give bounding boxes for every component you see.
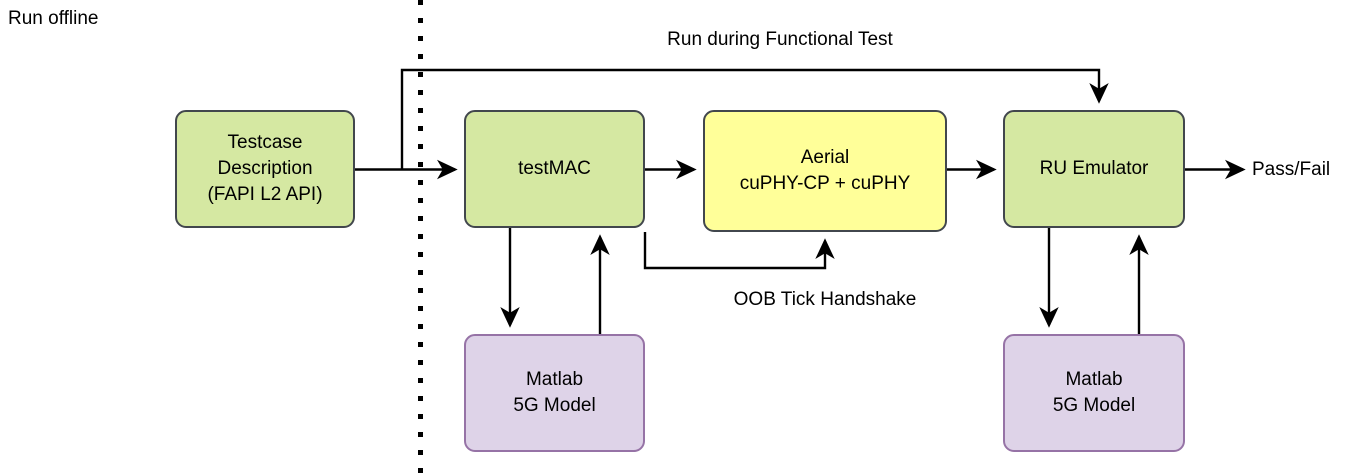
node-testcase-description-line1: Testcase — [227, 132, 303, 153]
node-matlab-5g-model-right-line2: 5G Model — [1052, 395, 1136, 416]
node-ru-emulator[interactable]: RU Emulator — [1003, 110, 1185, 228]
edge-oob-tick-handshake — [643, 232, 835, 270]
node-matlab-5g-model-left[interactable]: Matlab 5G Model — [464, 334, 645, 452]
node-testcase-description-line2: Description — [217, 158, 313, 179]
node-matlab-5g-model-left-line1: Matlab — [525, 369, 584, 390]
node-testmac[interactable]: testMAC — [464, 110, 645, 228]
label-oob-tick-handshake: OOB Tick Handshake — [705, 287, 945, 313]
label-run-offline: Run offline — [8, 6, 128, 32]
node-aerial-cuphy[interactable]: Aerial cuPHY-CP + cuPHY — [703, 110, 947, 232]
edge-run-during-functional-test — [400, 68, 1109, 170]
label-run-offline-line2: offline — [48, 8, 99, 29]
node-matlab-5g-model-left-line2: 5G Model — [513, 395, 596, 416]
node-matlab-5g-model-right-line1: Matlab — [1065, 369, 1123, 390]
label-run-during-functional-test: Run during Functional Test — [667, 29, 893, 50]
label-oob-tick-handshake-line1: OOB Tick — [733, 289, 815, 310]
label-pass-fail: Pass/Fail — [1252, 159, 1331, 180]
node-testcase-description-line3: (FAPI L2 API) — [207, 184, 323, 205]
node-testmac-label: testMAC — [518, 158, 591, 179]
node-ru-emulator-label: RU Emulator — [1039, 158, 1149, 179]
node-aerial-cuphy-line1: Aerial — [800, 147, 850, 168]
node-aerial-cuphy-line2: cuPHY-CP + cuPHY — [739, 173, 911, 194]
node-matlab-5g-model-right[interactable]: Matlab 5G Model — [1003, 334, 1185, 452]
label-oob-tick-handshake-line2: Handshake — [820, 289, 917, 310]
node-testcase-description[interactable]: Testcase Description (FAPI L2 API) — [175, 110, 355, 228]
label-run-offline-line1: Run — [8, 8, 43, 29]
